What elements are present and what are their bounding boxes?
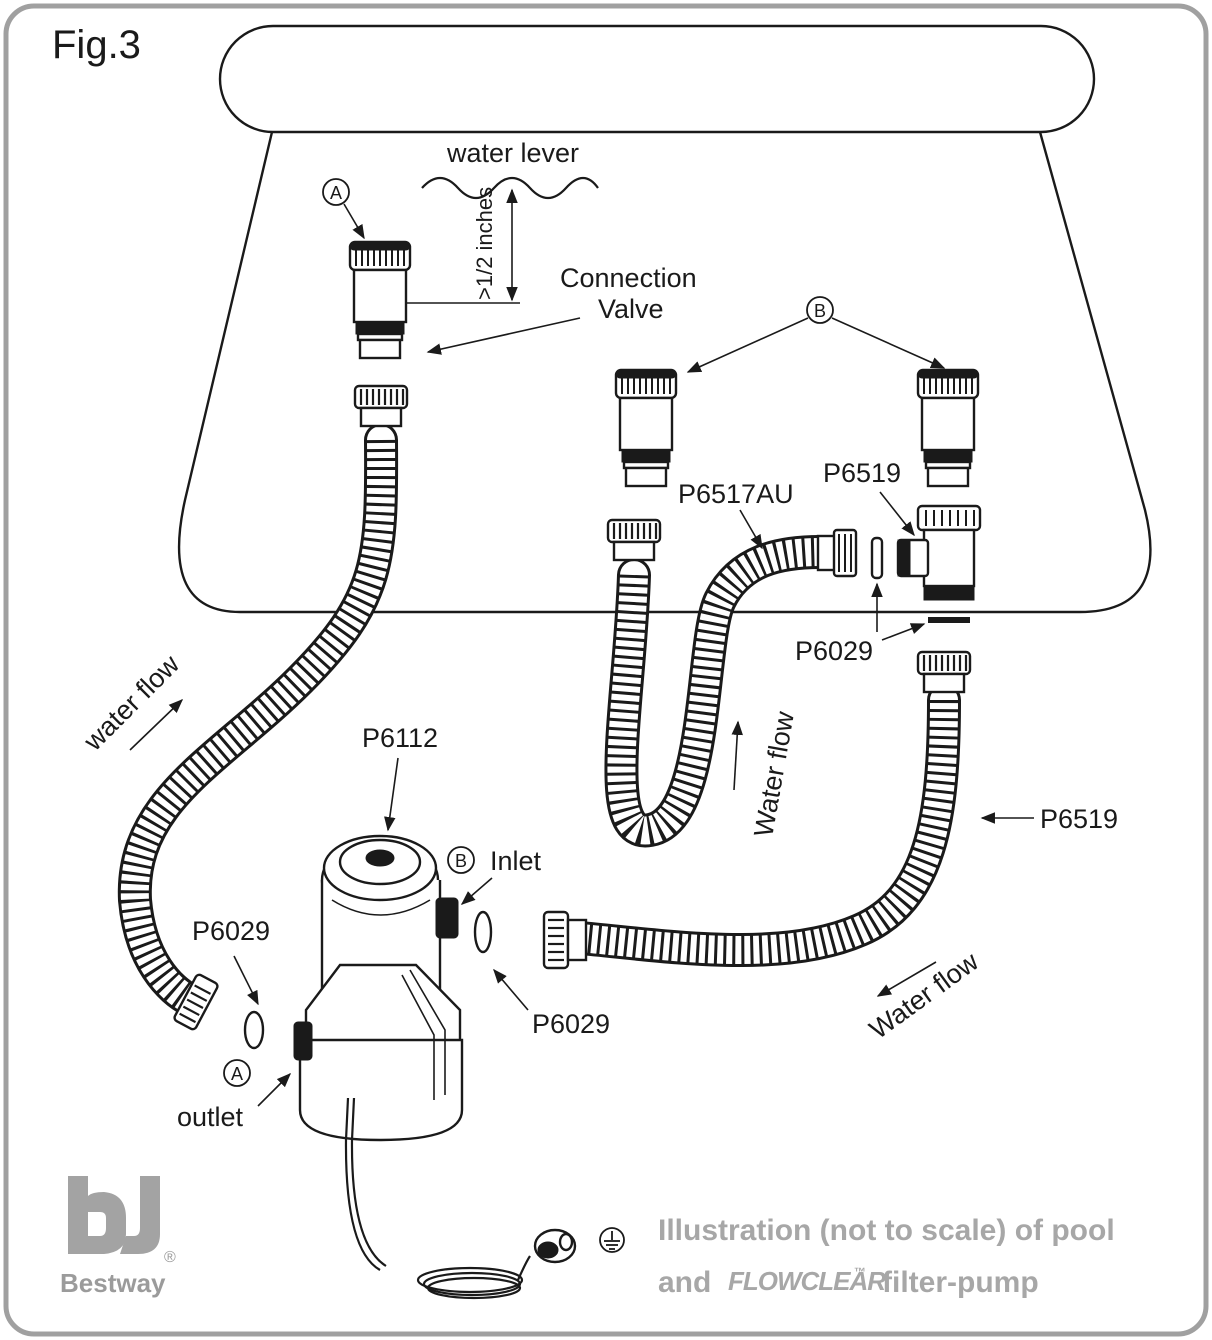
- bestway-registered: ®: [164, 1249, 176, 1266]
- caption-line-2-prefix: and: [658, 1266, 711, 1299]
- pointer-outlet: [257, 1072, 292, 1107]
- caption-line-2-suffix: filter-pump: [882, 1266, 1039, 1299]
- pointer-p6519-top: [879, 491, 915, 537]
- figure-label: Fig.3: [52, 23, 141, 67]
- hose-inlet: [563, 683, 961, 968]
- connection-valve-a: [348, 240, 412, 360]
- water-flow-arrow-right: [876, 961, 937, 997]
- marker-b-pointer-right: [831, 317, 946, 369]
- label-p6519-top: P6519: [823, 458, 901, 488]
- o-ring-p6029-outlet: [243, 1010, 265, 1050]
- pointer-p6029-right: [493, 968, 529, 1011]
- water-level-label: water lever: [446, 138, 579, 168]
- bestway-logo: ® Bestway: [60, 1176, 176, 1298]
- label-inlet: Inlet: [490, 846, 542, 876]
- label-p6029-top: P6029: [795, 636, 873, 666]
- label-outlet: outlet: [177, 1102, 244, 1132]
- pool-top-ring: [218, 24, 1096, 134]
- hose-outlet-top-nut: [353, 384, 409, 428]
- hose-inlet-end-nut: [542, 910, 588, 970]
- label-p6029-right: P6029: [532, 1009, 610, 1039]
- connection-valve-label-1: Connection: [560, 263, 697, 293]
- water-flow-arrow-mid: [731, 720, 743, 791]
- pump-outlet-port: [293, 1021, 313, 1061]
- pointer-p6029-left: [233, 955, 259, 1006]
- marker-b-pointer-left: [686, 317, 809, 373]
- hose-p6517au: [604, 535, 837, 848]
- caption-brand-flowclear: FLOWCLEAR: [728, 1266, 886, 1296]
- pump-inlet-port: [435, 897, 459, 939]
- marker-b-top: B: [814, 301, 826, 321]
- water-level-wave: [421, 176, 599, 200]
- marker-a-pointer: [343, 203, 365, 240]
- filter-pump-p6112: [293, 834, 464, 1142]
- pointer-p6029-top-bottomring: [881, 623, 926, 641]
- pointer-inlet: [460, 877, 493, 905]
- hose-p6517au-side-fitting: [816, 528, 858, 578]
- pool-outline: [177, 24, 1152, 614]
- depth-note-label: >1/2 inches: [472, 187, 497, 300]
- connection-valve-b-right: [916, 368, 980, 488]
- o-ring-p6029-inlet: [473, 910, 493, 954]
- hose-outlet-bottom-nut: [173, 973, 219, 1031]
- pointer-p6517au: [739, 509, 763, 550]
- marker-a-outlet: A: [231, 1064, 243, 1084]
- label-p6519-right: P6519: [1040, 804, 1118, 834]
- pointer-p6112: [384, 757, 399, 832]
- bestway-logo-mark: [68, 1176, 126, 1254]
- bestway-logo-text: Bestway: [60, 1268, 166, 1298]
- marker-b-inlet: B: [455, 851, 467, 871]
- connection-valve-pointer: [426, 317, 581, 355]
- ground-symbol-icon: [599, 1227, 625, 1253]
- caption-line-1: Illustration (not to scale) of pool: [658, 1214, 1115, 1247]
- label-p6112: P6112: [362, 723, 438, 753]
- tee-connector-p6519: [896, 504, 982, 601]
- marker-a-circle-outlet: [223, 1059, 251, 1087]
- marker-a-circle-top: [322, 178, 350, 206]
- label-p6517au: P6517AU: [678, 479, 794, 509]
- power-cord: [344, 1097, 531, 1300]
- marker-a-top: A: [330, 183, 342, 203]
- marker-b-circle-inlet: [447, 846, 475, 874]
- caption-trademark: ™: [854, 1265, 866, 1279]
- power-plug: [533, 1228, 577, 1264]
- connection-valve-label-2: Valve: [598, 294, 664, 324]
- o-ring-p6029-tee: [870, 536, 884, 580]
- marker-b-circle-top: [806, 296, 834, 324]
- label-p6029-left: P6029: [192, 916, 270, 946]
- hose-outlet: [117, 423, 399, 1017]
- connection-valve-b-left: [614, 368, 678, 488]
- water-flow-arrow-left: [129, 699, 184, 751]
- hose-p6517au-top-nut: [606, 518, 662, 562]
- hose-inlet-top-nut: [916, 650, 972, 694]
